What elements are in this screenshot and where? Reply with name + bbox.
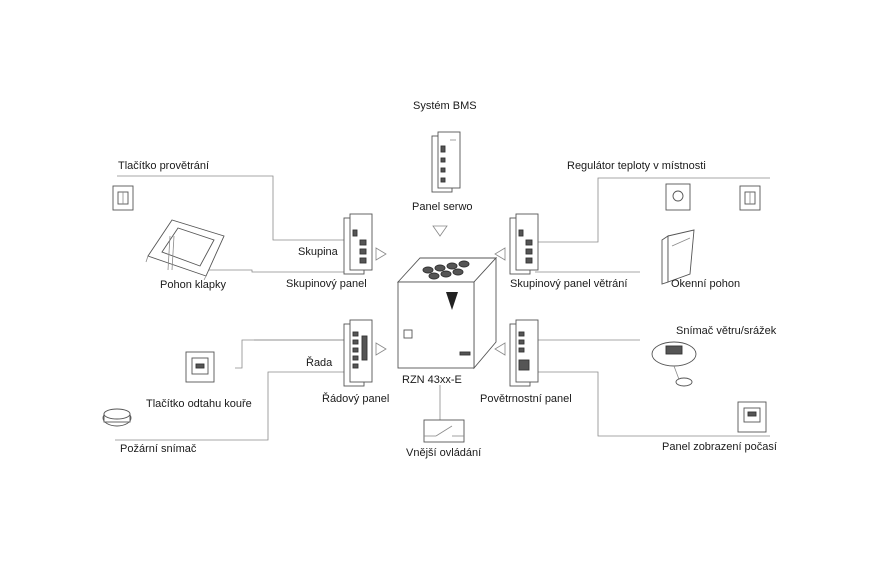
wind-rain-sensor-icon [651, 341, 697, 387]
label-servo-panel: Panel serwo [412, 201, 473, 213]
label-group: Skupina [298, 246, 338, 258]
label-window-drive: Okenní pohon [671, 278, 741, 290]
smoke-button-icon [185, 351, 215, 383]
row-panel-module-icon [343, 319, 373, 387]
window-drive-icon [661, 229, 695, 285]
label-vent-button: Tlačítko provětrání [118, 160, 210, 172]
flap-drive-icon [145, 219, 225, 281]
central-unit-cabinet-icon [396, 256, 498, 370]
weather-panel-module-icon [509, 319, 539, 387]
label-central-unit: RZN 43xx-E [402, 374, 462, 386]
label-row-panel: Řádový panel [322, 393, 390, 405]
weather-display-icon [737, 401, 767, 433]
wiring [115, 175, 770, 441]
external-switch-icon [423, 419, 465, 443]
label-external-control: Vnější ovládání [406, 447, 482, 459]
label-flap-drive: Pohon klapky [160, 279, 227, 291]
label-smoke-button: Tlačítko odtahu kouře [146, 398, 252, 410]
vent-group-panel-module-icon [509, 213, 539, 275]
bms-module-icon [431, 131, 461, 193]
wall-switch-icon [739, 185, 761, 211]
arrow-servo [432, 225, 448, 237]
label-row: Řada [306, 357, 333, 369]
label-temp-regulator: Regulátor teploty v místnosti [567, 160, 706, 172]
arrow-weather [494, 342, 506, 356]
vent-button-icon [112, 185, 134, 211]
arrow-vent-group [494, 247, 506, 261]
label-weather-display: Panel zobrazení počasí [662, 441, 777, 453]
label-bms: Systém BMS [413, 100, 477, 112]
fire-detector-icon [102, 408, 132, 427]
arrow-row [375, 342, 387, 356]
arrow-group [375, 247, 387, 261]
arrows [375, 225, 506, 356]
temperature-regulator-icon [665, 183, 691, 211]
label-wind-rain-sensor: Snímač větru/srážek [676, 325, 777, 337]
label-vent-group-panel: Skupinový panel větrání [510, 278, 628, 290]
label-weather-panel: Povětrnostní panel [480, 393, 572, 405]
group-panel-module-icon [343, 213, 373, 275]
label-fire-detector: Požární snímač [120, 443, 197, 455]
label-group-panel: Skupinový panel [286, 278, 367, 290]
